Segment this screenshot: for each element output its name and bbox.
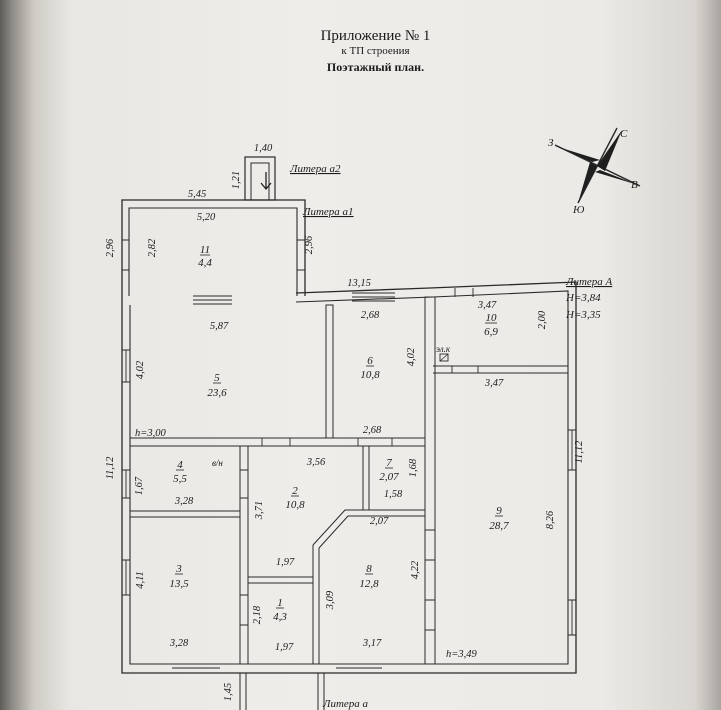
dim-5-45: 5,45 [188, 189, 206, 200]
dim-1-97-top: 1,97 [276, 557, 295, 568]
compass-west: З [548, 137, 554, 149]
dim-11-12-left: 11,12 [105, 456, 116, 480]
liter-a: Литера а [322, 698, 369, 710]
dim-3-47-top: 3,47 [477, 300, 497, 311]
dim-11-12: 11,12 [574, 440, 585, 464]
room-11-area: 4,4 [198, 257, 212, 269]
dim-2-18: 2,18 [252, 605, 263, 624]
dim-13-15: 13,15 [347, 278, 371, 289]
liter-A: Литера А [565, 276, 613, 288]
dim-4-22: 4,22 [410, 560, 421, 579]
room-9-number: 9 [496, 505, 502, 517]
room-7-area: 2,07 [379, 471, 399, 483]
room-5-number: 5 [214, 372, 220, 384]
room-4-number: 4 [177, 459, 183, 471]
dim-2-07: 2,07 [370, 516, 389, 527]
dim-1-97: 1,97 [275, 642, 294, 653]
room-5-area: 23,6 [207, 387, 227, 399]
dim-8-26: 8,26 [545, 510, 556, 529]
room-10-number: 10 [486, 312, 498, 324]
dim-3-28-top: 3,28 [174, 496, 194, 507]
dim-3-28: 3,28 [169, 638, 189, 649]
dim-1-68: 1,68 [408, 458, 419, 477]
dim-3-09: 3,09 [325, 590, 336, 610]
dim-4-11: 4,11 [135, 571, 146, 589]
room-11-number: 11 [200, 244, 210, 256]
dim-3-56: 3,56 [306, 457, 326, 468]
room-10-area: 6,9 [484, 326, 498, 338]
dim-3-71: 3,71 [254, 501, 265, 520]
compass-south: Ю [572, 204, 585, 216]
compass-north: С [620, 128, 628, 140]
room-8-area: 12,8 [359, 578, 379, 590]
liter-height-2: Н=3,35 [565, 309, 601, 321]
liter-a1: Литера а1 [302, 206, 354, 218]
room-1-number: 1 [277, 597, 283, 609]
dim-1-21: 1,21 [231, 171, 242, 189]
dim-2-00: 2,00 [537, 310, 548, 329]
appendix-title: Приложение № 1 [320, 28, 431, 44]
dim-2-68: 2,68 [363, 425, 382, 436]
appendix-subtitle: к ТП строения [341, 45, 410, 57]
room-2-area: 10,8 [285, 499, 305, 511]
dim-1-67: 1,67 [134, 476, 145, 495]
dim-2-68-top: 2,68 [361, 310, 380, 321]
room-1-area: 4,3 [273, 611, 287, 623]
room-7-number: 7 [386, 457, 392, 469]
dim-1-58: 1,58 [384, 489, 403, 500]
compass-east: В [631, 179, 638, 191]
room-3-number: 3 [175, 563, 182, 575]
room-3-area: 13,5 [169, 578, 189, 590]
dim-1-40: 1,40 [254, 143, 273, 154]
dim-4-02-left: 4,02 [135, 360, 146, 379]
room-6-area: 10,8 [360, 369, 380, 381]
dim-3-47: 3,47 [484, 378, 504, 389]
vn-mark: в/н [212, 458, 223, 468]
dim-2-96: 2,96 [304, 235, 315, 254]
dim-5-87: 5,87 [210, 321, 229, 332]
room-8-number: 8 [366, 563, 372, 575]
liter-a2: Литера а2 [289, 163, 341, 175]
liter-height-1: Н=3,84 [565, 292, 601, 304]
dim-3-17: 3,17 [362, 638, 382, 649]
dim-1-45: 1,45 [223, 683, 234, 701]
dim-5-20: 5,20 [197, 212, 216, 223]
room-6-number: 6 [367, 355, 373, 367]
height-3-00: h=3,00 [135, 428, 166, 439]
dim-2-96-left: 2,96 [105, 238, 116, 257]
plan-title: Поэтажный план. [326, 60, 425, 74]
room-2-number: 2 [292, 485, 298, 497]
room-4-area: 5,5 [173, 473, 187, 485]
dim-4-02: 4,02 [406, 347, 417, 366]
height-3-49: h=3,49 [446, 649, 477, 660]
dim-2-82: 2,82 [147, 238, 158, 257]
elk-mark: эл.к [436, 344, 451, 354]
room-9-area: 28,7 [489, 520, 509, 532]
